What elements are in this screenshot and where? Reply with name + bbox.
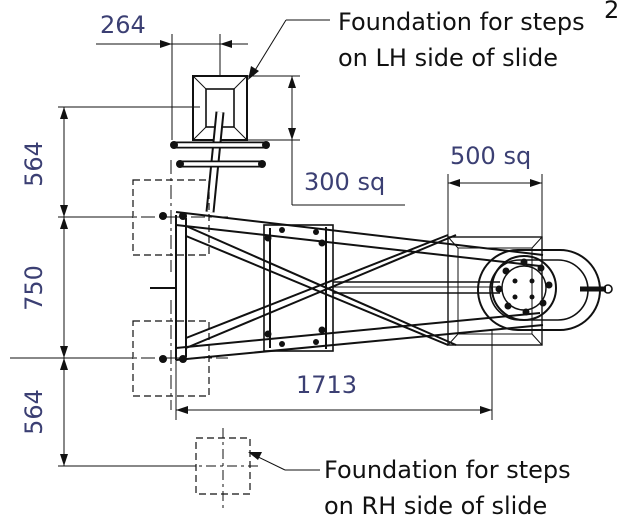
- dim-text-500sq: 500 sq: [450, 142, 531, 170]
- vertical-dimension-chain: 564 750 564: [10, 106, 200, 467]
- callout-lh-steps: Foundation for steps on LH side of slide: [248, 8, 585, 80]
- callout-rh-line2: on RH side of slide: [324, 492, 547, 520]
- dimension-264: 264: [96, 11, 248, 140]
- callout-lh-line1: Foundation for steps: [338, 8, 585, 36]
- dim-text-564-upper: 564: [20, 141, 48, 187]
- dimension-1713: 1713: [175, 330, 493, 420]
- callout-lh-line2: on LH side of slide: [338, 44, 558, 72]
- dimension-300sq: 300 sq: [247, 75, 405, 206]
- steps-stringer: [170, 111, 270, 213]
- dim-text-264: 264: [100, 11, 146, 39]
- corner-fragment: 2: [604, 0, 619, 24]
- ladder-foundation-lower: [116, 300, 228, 410]
- dim-text-564-lower: 564: [20, 389, 48, 435]
- callout-rh-line1: Foundation for steps: [324, 456, 571, 484]
- callout-rh-steps: Foundation for steps on RH side of slide: [248, 452, 571, 520]
- slide-hub: [477, 249, 613, 331]
- dim-text-750: 750: [20, 265, 48, 311]
- dim-text-300sq: 300 sq: [304, 168, 385, 196]
- slide-frame: [150, 211, 544, 363]
- dim-text-1713: 1713: [296, 371, 357, 399]
- rh-steps-foundation: [185, 428, 261, 508]
- rh-end-foundation: [447, 236, 543, 346]
- dimension-500sq: 500 sq: [447, 142, 543, 237]
